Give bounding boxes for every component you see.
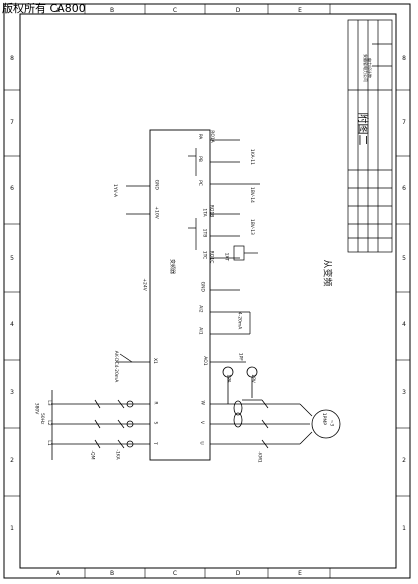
vfd-box xyxy=(149,129,211,461)
zone-letter: D xyxy=(236,570,241,577)
zone-letter: A xyxy=(56,7,61,14)
terminal-label: U xyxy=(199,441,205,444)
terminal-label: X1 xyxy=(152,358,158,364)
zone-letter: C xyxy=(173,570,177,577)
vfd-left-terminals: GND +24V X1 R S T +10V xyxy=(142,180,160,445)
breaker-label: L2 xyxy=(46,420,52,426)
vfd-right-terminals: PA PB PC RO1A RO1B RO1C AI1 AI2 GND AO1 … xyxy=(197,130,215,444)
zone-number: 4 xyxy=(10,321,14,328)
breaker-label: -QM xyxy=(90,450,96,459)
zone-number: 1 xyxy=(402,525,406,532)
terminal-label: PA xyxy=(197,134,203,140)
power-lines xyxy=(51,390,150,460)
breaker-label: -KM1 xyxy=(257,451,263,462)
meter-label: 1PV xyxy=(250,374,256,384)
diagram-caption: 从变频 xyxy=(322,259,334,286)
title-block xyxy=(347,19,393,253)
zone-letter: A xyxy=(56,570,61,577)
zone-number: 7 xyxy=(402,119,406,126)
ext-label: 1XT xyxy=(223,253,229,262)
ext-label: 1BV-14 xyxy=(249,187,255,203)
zone-letters-bottom: A B C D E xyxy=(56,570,302,577)
terminal-label: RO1C xyxy=(208,251,214,264)
terminal-label: RO1A xyxy=(209,130,215,144)
zone-numbers-right: 8 7 6 5 4 3 2 1 xyxy=(402,55,406,532)
output-lines xyxy=(210,366,341,449)
zone-letter: B xyxy=(110,7,114,14)
motor-label: 1PMP xyxy=(321,413,327,425)
supply-voltage: 380V xyxy=(33,403,39,416)
title-text: 附图二 xyxy=(357,113,371,146)
breaker-labels: -QM L1 L2 L3 -1KA 380V 50Hz xyxy=(33,400,120,460)
zone-letter: E xyxy=(298,570,302,577)
ext-labels: 1KA-11 1BV-14 1BV-13 1XT 4-20mA xyxy=(223,149,255,330)
ext-label: 1KA-11 xyxy=(249,149,255,165)
zone-number: 2 xyxy=(10,457,14,464)
zone-number: 8 xyxy=(10,55,14,62)
ext-label: AK-DC4-20mA xyxy=(113,351,119,383)
zone-number: 6 xyxy=(402,185,406,192)
zone-letters-top: A B C D E xyxy=(56,7,302,14)
zone-number: 1 xyxy=(10,525,14,532)
zone-number: 3 xyxy=(10,389,14,396)
terminal-label: W xyxy=(200,401,206,406)
terminal-label: V xyxy=(199,421,205,425)
zone-letter: B xyxy=(110,570,114,577)
company-name-2: 电力设计院 xyxy=(367,58,373,78)
terminal-label: S xyxy=(153,422,159,425)
terminal-label: +10V xyxy=(154,206,160,219)
company-name-1: 安徽省电力公司 xyxy=(363,54,369,82)
relay-labels: 1TA 1TB 1TC xyxy=(201,208,207,259)
relay-label: 1TA xyxy=(202,208,208,217)
terminal-label: R xyxy=(153,401,159,404)
breaker-label: L3 xyxy=(46,400,52,406)
breaker-label: L1 xyxy=(46,440,52,446)
terminal-label: RO1B xyxy=(208,205,214,218)
terminal-label: +24V xyxy=(142,278,148,291)
zone-number: 6 xyxy=(10,185,14,192)
terminal-label: GND xyxy=(153,180,159,191)
zone-number: 8 xyxy=(402,55,406,62)
left-control-wiring xyxy=(116,185,150,363)
terminal-label: AO1 xyxy=(202,356,208,366)
motor-labels: 1PMP ~3 -KM1 1PA 1PV 1PF xyxy=(226,353,335,463)
zone-number: 4 xyxy=(402,321,406,328)
zone-number: 5 xyxy=(402,255,406,262)
zone-letter: D xyxy=(236,7,241,14)
meter-label: 1PA xyxy=(226,374,232,383)
terminal-label: GND xyxy=(199,282,205,293)
zone-numbers-left: 8 7 6 5 4 3 2 1 xyxy=(10,55,14,532)
relay-label: 1TB xyxy=(201,229,207,238)
zone-number: 5 xyxy=(10,255,14,262)
watermark: 版权所有 CA800 xyxy=(2,2,86,15)
ext-label: 1BV-13 xyxy=(249,219,255,235)
supply-freq: 50Hz xyxy=(39,413,45,425)
inner-frame xyxy=(19,13,397,569)
ext-label: 1YV-A xyxy=(112,184,118,198)
zone-letter: C xyxy=(173,7,177,14)
motor-phase: ~3 xyxy=(328,420,334,427)
relay-label: 1TC xyxy=(201,251,207,260)
vfd-label: 变频器 xyxy=(169,259,176,274)
zone-number: 2 xyxy=(402,457,406,464)
zone-number: 7 xyxy=(10,119,14,126)
terminal-label: AI2 xyxy=(198,305,204,312)
outer-frame xyxy=(3,3,411,579)
relay-wiring xyxy=(188,139,260,363)
zone-letter: E xyxy=(298,7,302,14)
terminal-label: T xyxy=(152,441,158,445)
terminal-label: AI1 xyxy=(198,327,204,334)
zone-number: 3 xyxy=(402,389,406,396)
terminal-label: PC xyxy=(197,180,203,186)
breaker-label: -1KA xyxy=(115,449,121,460)
meter-label: 1PF xyxy=(237,353,243,362)
terminal-label: PB xyxy=(197,156,203,162)
ext-label: 4-20mA xyxy=(236,312,242,331)
